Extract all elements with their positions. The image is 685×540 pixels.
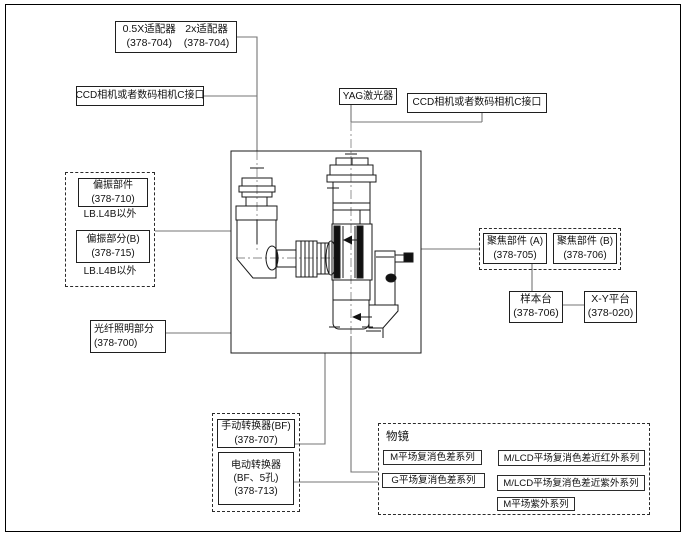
polarizer-group: [65, 172, 155, 287]
unit-outline: [230, 150, 422, 354]
objective-m-plan-uv: M平场紫外系列: [497, 497, 575, 511]
objective-m-plan-apo: M平场复消色差系列: [383, 450, 482, 465]
page-border: [5, 4, 681, 532]
fiber-illumination-box: 光纤照明部分 (378-700): [90, 320, 166, 353]
objectives-title: 物镜: [386, 431, 409, 443]
polarizer-note-b: LB.L4B以外: [83, 266, 137, 277]
objective-g-plan-apo: G平场复消色差系列: [382, 473, 485, 488]
ccd-camera-left-label: CCD相机或者数码相机C接口: [75, 90, 205, 102]
objective-mlcd-nir: M/LCD平场复消色差近红外系列: [498, 450, 645, 466]
adapter-2x-label: 2x适配器 (378-704): [183, 23, 230, 49]
manual-changer-box: 手动转换器(BF) (378-707): [217, 419, 295, 448]
polarizer-part-b-box: 偏振部分(B) (378-715): [76, 230, 150, 263]
polarizer-unit-box: 偏振部件 (378-710): [78, 178, 148, 207]
objective-mlcd-nuv: M/LCD平场复消色差近紫外系列: [497, 475, 645, 491]
yag-laser-box: YAG激光器: [339, 88, 397, 105]
adapter-05x-label: 0.5X适配器 (378-704): [122, 23, 176, 49]
vertical-tube: [326, 153, 377, 225]
sample-stage-box: 样本台 (378-706): [509, 291, 563, 323]
xy-stage-box: X-Y平台 (378-020): [584, 291, 637, 323]
focus-unit-b-box: 聚焦部件 (B) (378-706): [553, 233, 617, 264]
ccd-camera-right-label: CCD相机或者数码相机C接口: [412, 97, 542, 109]
connector-lines: [155, 36, 584, 483]
adapter-box: 0.5X适配器 (378-704) 2x适配器 (378-704): [115, 21, 237, 53]
changer-group: [212, 413, 300, 512]
right-attachment: [366, 250, 414, 338]
ccd-camera-right-box: CCD相机或者数码相机C接口: [407, 93, 547, 113]
left-elbow-port: [235, 167, 279, 279]
ccd-camera-left-box: CCD相机或者数码相机C接口: [76, 86, 204, 106]
focus-unit-a-box: 聚焦部件 (A) (378-705): [483, 233, 547, 264]
objectives-group: [378, 423, 650, 515]
horizontal-barrel: [276, 240, 337, 278]
polarizer-note-a: LB.L4B以外: [83, 209, 137, 220]
yag-laser-label: YAG激光器: [342, 90, 394, 102]
motor-changer-box: 电动转换器 (BF、5孔) (378-713): [218, 452, 294, 505]
focusing-group: [479, 228, 621, 270]
microscope-drawing: [230, 150, 422, 354]
prism-block: [331, 223, 373, 281]
